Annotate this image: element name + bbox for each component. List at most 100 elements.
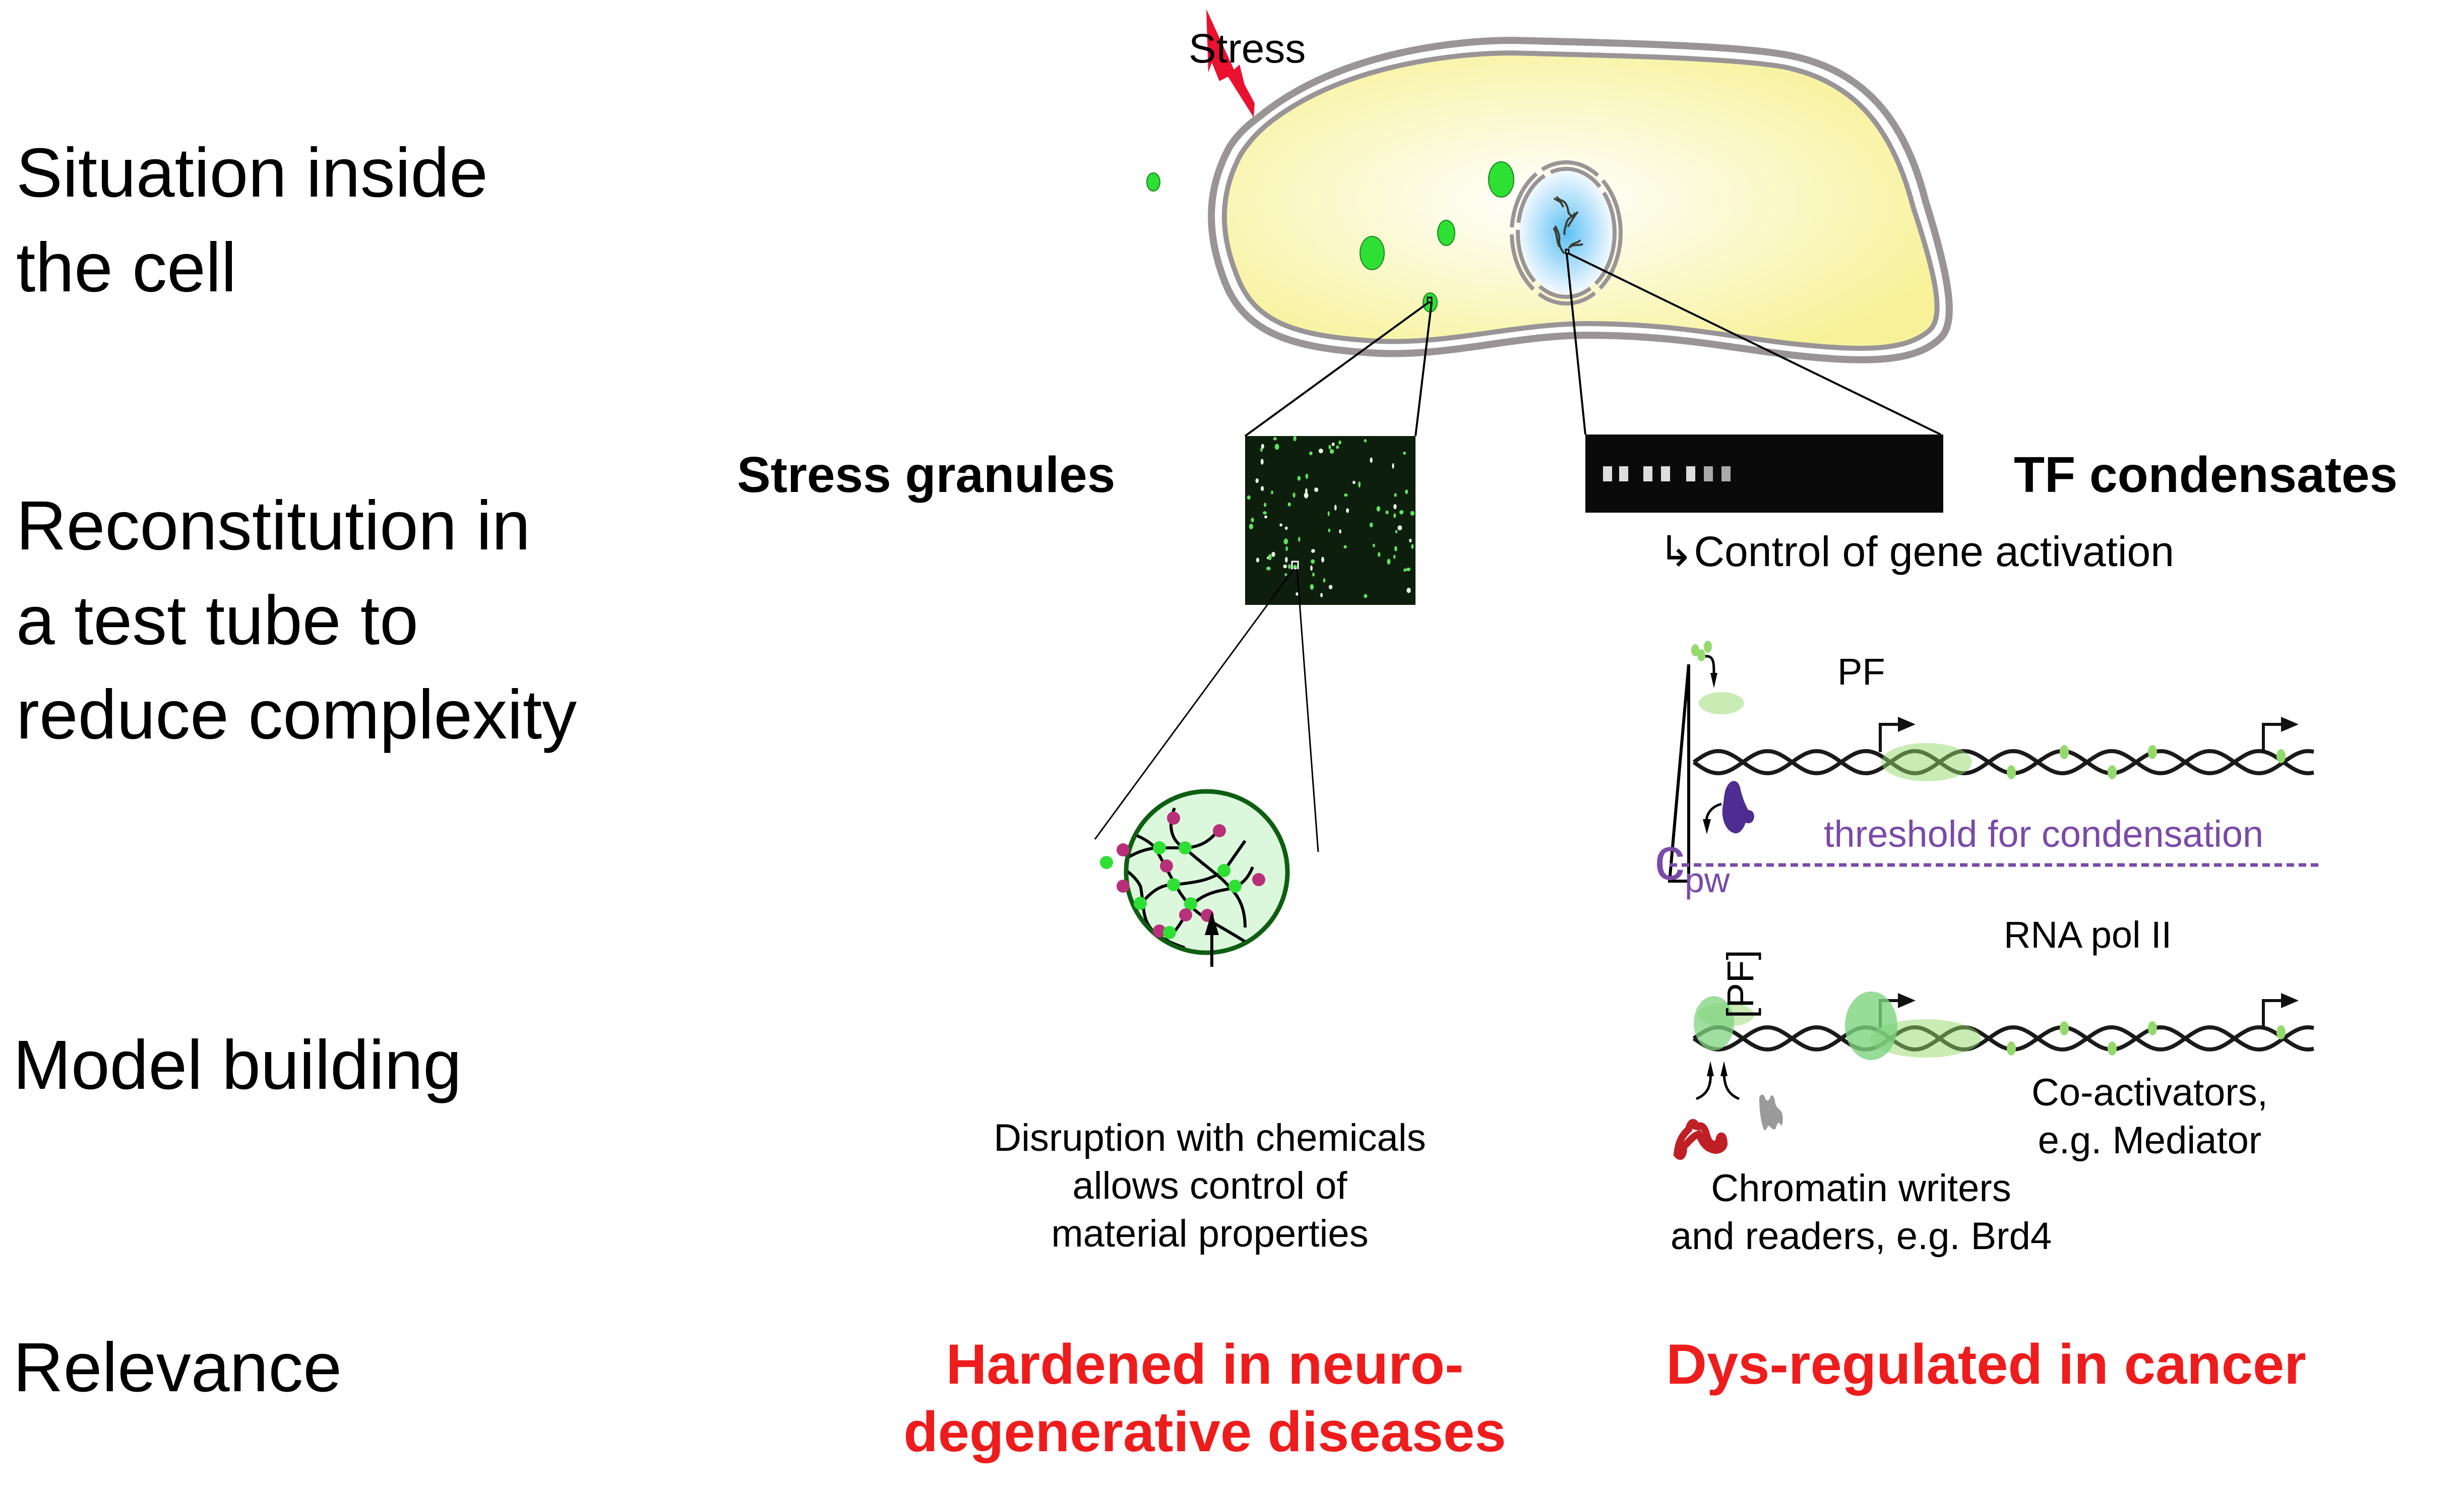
lightning-bolt-icon: [1206, 9, 1255, 117]
granule-speck: [1387, 559, 1391, 565]
pf-label: PF: [1837, 651, 1885, 693]
granule-speck: [1370, 457, 1373, 463]
pf-dot: [2148, 1021, 2157, 1035]
row-label-relevance: Relevance: [13, 1321, 342, 1415]
granule-speck: [1328, 528, 1331, 532]
tf-condensate-spot: [1686, 466, 1695, 481]
rna-pol-ii-icon: [1722, 781, 1754, 834]
granule-speck: [1298, 537, 1301, 542]
tf-condensate-spot: [1661, 466, 1670, 481]
pf-binding-blob: [1881, 743, 1972, 781]
dna-backbone: [1692, 1025, 2314, 1052]
pf-dot: [2060, 745, 2069, 759]
label-line: and readers, e.g. Brd4: [1670, 1215, 2052, 1258]
tf-condensate-spot: [1643, 466, 1652, 481]
caption-line: allows control of: [1072, 1164, 1347, 1207]
pf-dot: [2276, 1025, 2286, 1039]
caption-line: material properties: [1051, 1212, 1369, 1255]
granule-speck: [1312, 572, 1315, 577]
tss-arrow-head: [2281, 993, 2299, 1008]
pf-dot: [2007, 1041, 2016, 1056]
tf-condensate-spot: [1619, 466, 1628, 481]
granule-speck: [1392, 463, 1394, 469]
relevance-right: Dys-regulated in cancer: [1666, 1333, 2306, 1396]
label-line: Chromatin writers: [1711, 1167, 2011, 1210]
phase-separated-network: [1100, 789, 1290, 967]
granule-speck: [1318, 448, 1323, 454]
granule-speck: [1271, 551, 1275, 557]
dna-strand-bottom: [1692, 992, 2314, 1060]
granule-speck: [1411, 544, 1414, 549]
granule-speck: [1314, 487, 1319, 492]
granule-speck: [1369, 522, 1373, 528]
row-label-line: a test tube to: [16, 581, 418, 659]
row-label-line: Reconstitution in: [16, 487, 531, 565]
row-label-situation: Situation inside the cell: [16, 126, 488, 315]
granule-speck: [1328, 445, 1331, 450]
zoom-box-micrograph: [1291, 561, 1299, 570]
stress-granule: [1437, 220, 1455, 246]
granule-speck: [1288, 564, 1291, 569]
pf-dot: [2007, 765, 2016, 779]
granule-speck: [1261, 486, 1264, 491]
granule-speck: [1309, 451, 1313, 456]
pf-dot: [2108, 765, 2117, 779]
granule-speck: [1287, 502, 1291, 507]
granule-speck: [1339, 529, 1341, 534]
granule-speck: [1358, 481, 1361, 488]
granule-speck: [1394, 493, 1397, 497]
granule-speck: [1344, 493, 1348, 497]
coactivators-label: Co-activators, e.g. Mediator: [2031, 1069, 2268, 1164]
granule-speck: [1273, 437, 1277, 441]
nuclear-envelope-inner: [1516, 167, 1617, 299]
granule-speck: [1403, 568, 1407, 572]
granule-speck: [1395, 530, 1398, 534]
threshold-label: threshold for condensation: [1824, 813, 2264, 855]
relevance-left: Hardened in neuro- degenerative diseases: [847, 1331, 1563, 1466]
granule-speck: [1292, 492, 1296, 498]
nuclear-envelope-outer: [1510, 160, 1623, 305]
stress-granule-micrograph: [1245, 436, 1415, 605]
row-label-line: Situation inside: [16, 134, 488, 212]
row-label-model: Model building: [13, 1018, 462, 1113]
gene-activation-subtitle: ↳Control of gene activation: [1658, 527, 2174, 576]
coactivator-icon: [1759, 1094, 1783, 1131]
granule-speck: [1271, 490, 1273, 494]
granule-speck: [1279, 523, 1282, 527]
granule-speck: [1311, 559, 1315, 564]
granule-speck: [1247, 495, 1251, 500]
concentration-wedge: [1668, 664, 1690, 883]
row-label-line: reduce complexity: [16, 676, 577, 754]
granule-speck: [1249, 524, 1254, 530]
granule-speck: [1256, 558, 1260, 563]
granule-speck: [1376, 506, 1381, 512]
granule-speck: [1310, 584, 1314, 590]
granule-speck: [1364, 439, 1367, 443]
granule-speck: [1364, 594, 1368, 598]
tf-condensates-title: TF condensates: [2014, 447, 2398, 503]
stress-granule: [1146, 172, 1160, 192]
granule-speck: [1338, 440, 1341, 445]
granule-speck: [1305, 473, 1309, 479]
dna-strand-top: [1692, 692, 2314, 781]
granule-speck: [1293, 436, 1297, 442]
tss-arrow-head: [1898, 993, 1916, 1008]
tf-condensate-spot: [1704, 466, 1713, 481]
granule-speck: [1264, 503, 1267, 507]
tss-arrow: [1879, 723, 1900, 752]
pf-dot: [2276, 749, 2286, 763]
granule-speck: [1373, 543, 1375, 547]
label-line: e.g. Mediator: [2038, 1119, 2262, 1162]
label-line: Co-activators,: [2031, 1071, 2268, 1114]
granule-speck: [1331, 442, 1335, 446]
granule-speck: [1406, 587, 1411, 593]
rna-pol-label: RNA pol II: [2004, 914, 2172, 956]
chromatin-reader-icon: [1673, 1119, 1728, 1160]
granule-speck: [1334, 505, 1337, 511]
granule-speck: [1311, 549, 1315, 553]
granule-speck: [1399, 510, 1404, 515]
stress-label: Stress: [1189, 26, 1306, 72]
tf-condensate-spot: [1721, 466, 1731, 481]
dna-backbone: [1692, 1025, 2314, 1052]
granule-speck: [1406, 567, 1411, 572]
